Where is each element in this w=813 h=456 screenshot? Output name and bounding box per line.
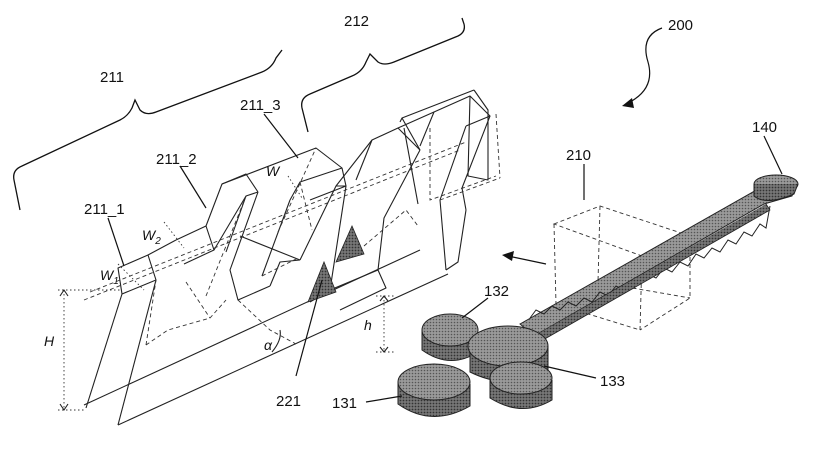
dim-H: H [44, 333, 55, 349]
leader-132 [461, 297, 489, 319]
label-wall-211-1: 211_1 [84, 201, 125, 218]
leader-200-head [622, 98, 634, 108]
leader-131 [365, 395, 403, 403]
leader-140 [763, 135, 783, 175]
brace-211 [13, 49, 283, 211]
leader-221 [295, 279, 323, 377]
dim-W: W [266, 163, 281, 179]
label-part-221: 221 [276, 393, 301, 410]
hidden-edges [83, 113, 501, 346]
label-part-133: 133 [600, 373, 625, 390]
leader-211-1 [107, 217, 125, 267]
label-wall-211-2: 211_2 [156, 151, 197, 168]
label-arm-140: 140 [752, 119, 777, 136]
label-box-210: 210 [566, 147, 591, 164]
width-w2-marker [163, 221, 185, 249]
zoom-arrow-head [502, 251, 514, 261]
height-dimension-h [376, 295, 396, 353]
brace-212 [301, 17, 466, 133]
dim-angle: α [264, 337, 273, 353]
label-part-131: 131 [332, 395, 357, 412]
height-dimension-H [58, 289, 120, 411]
leader-133 [543, 365, 597, 379]
dim-W1: W1 [100, 267, 119, 287]
leader-211-2 [179, 165, 207, 209]
dim-W2: W2 [142, 227, 161, 247]
dim-W2-main: W [142, 227, 157, 243]
label-group-212: 212 [344, 13, 369, 30]
label-part-132: 132 [484, 283, 509, 300]
dim-h: h [364, 317, 372, 333]
leader-200 [625, 27, 663, 105]
width-w-marker [287, 175, 303, 199]
label-group-211: 211 [100, 69, 124, 86]
dim-W2-sub: 2 [154, 236, 161, 247]
dim-W1-main: W [100, 267, 115, 283]
label-wall-211-3: 211_3 [240, 97, 281, 114]
angle-arc [271, 329, 281, 353]
dim-W1-sub: 1 [113, 276, 119, 287]
label-assembly: 200 [668, 17, 693, 34]
zoom-arrow [507, 255, 547, 265]
shaded-triangle-2 [335, 225, 365, 263]
arm-140 [519, 174, 799, 345]
leader-211-3 [263, 113, 299, 159]
hub-assembly [397, 313, 553, 417]
